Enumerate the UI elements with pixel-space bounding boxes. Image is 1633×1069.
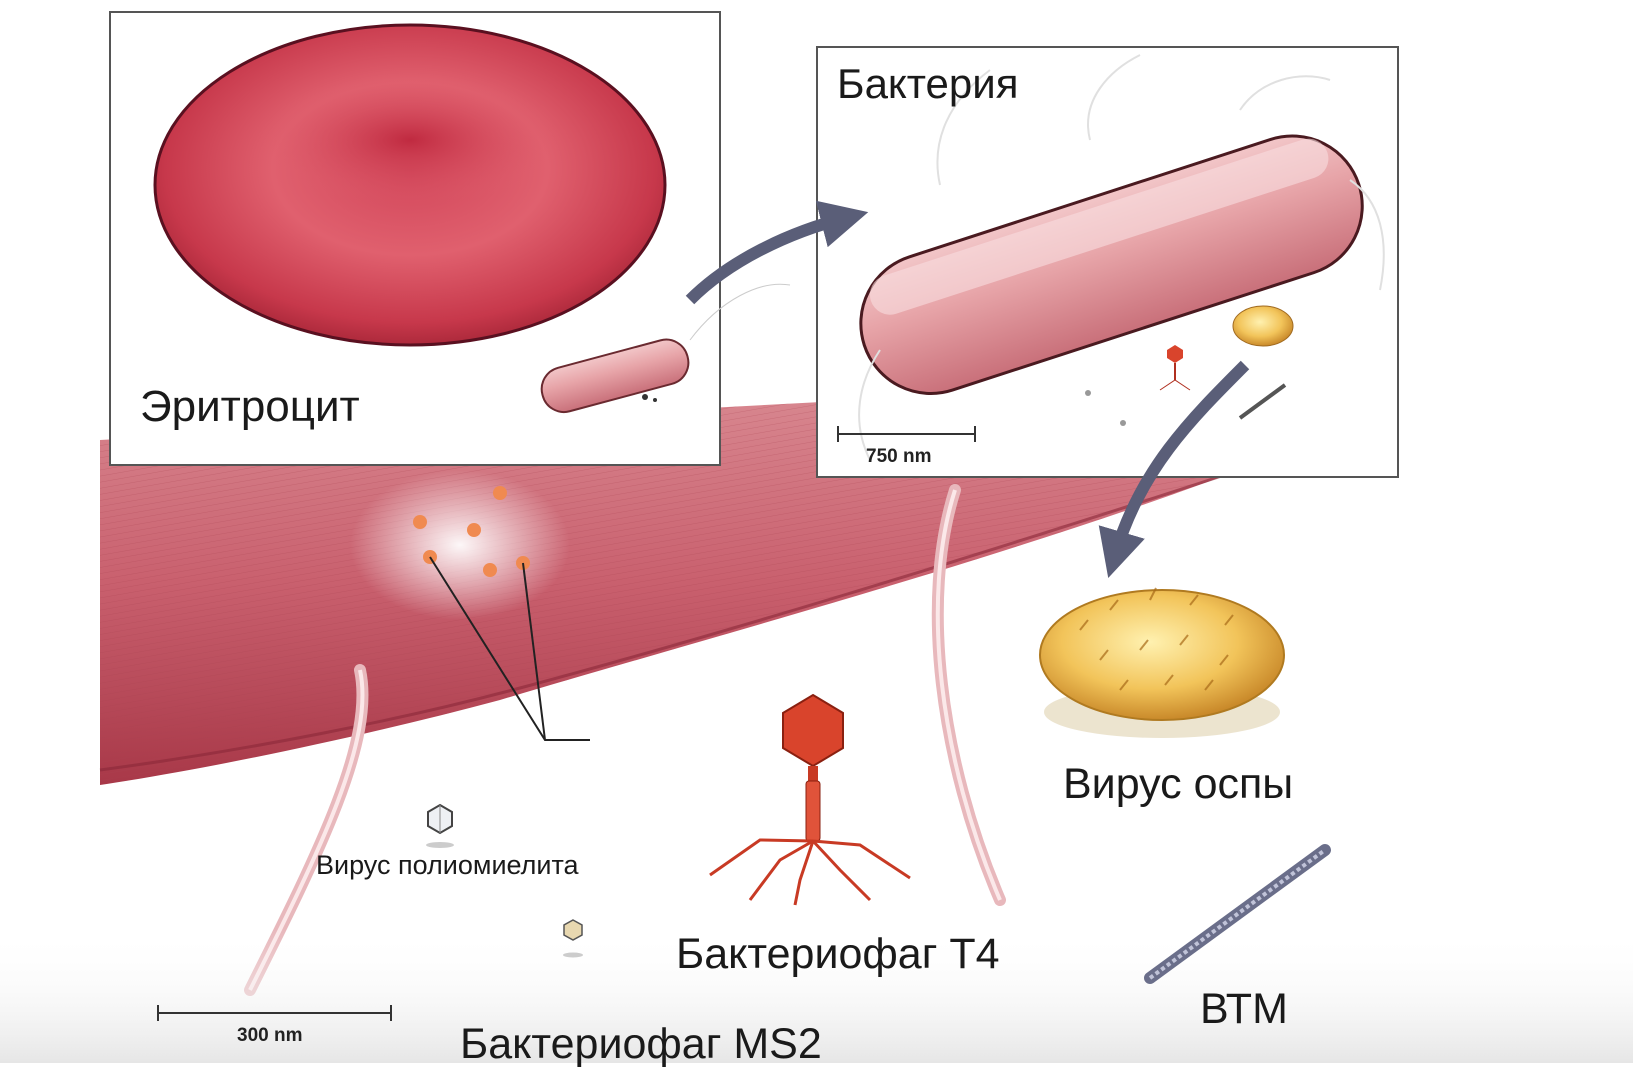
smallpox-virus [1040, 588, 1284, 738]
label-polio: Вирус полиомиелита [316, 850, 579, 881]
label-t4: Бактериофаг T4 [676, 930, 1000, 979]
polio-virus [426, 805, 454, 848]
mini-smallpox [1233, 306, 1293, 346]
scale-label-inset: 750 nm [866, 446, 931, 468]
label-erythrocyte: Эритроцит [140, 382, 360, 432]
inset-bacterium [817, 47, 1398, 477]
scale-label-main: 300 nm [237, 1025, 302, 1047]
label-bacterium: Бактерия [837, 60, 1018, 108]
label-smallpox: Вирус оспы [1063, 760, 1293, 809]
label-ms2: Бактериофаг MS2 [460, 1020, 822, 1069]
label-tmv: ВТМ [1200, 985, 1288, 1034]
t4-bacteriophage [710, 695, 910, 905]
